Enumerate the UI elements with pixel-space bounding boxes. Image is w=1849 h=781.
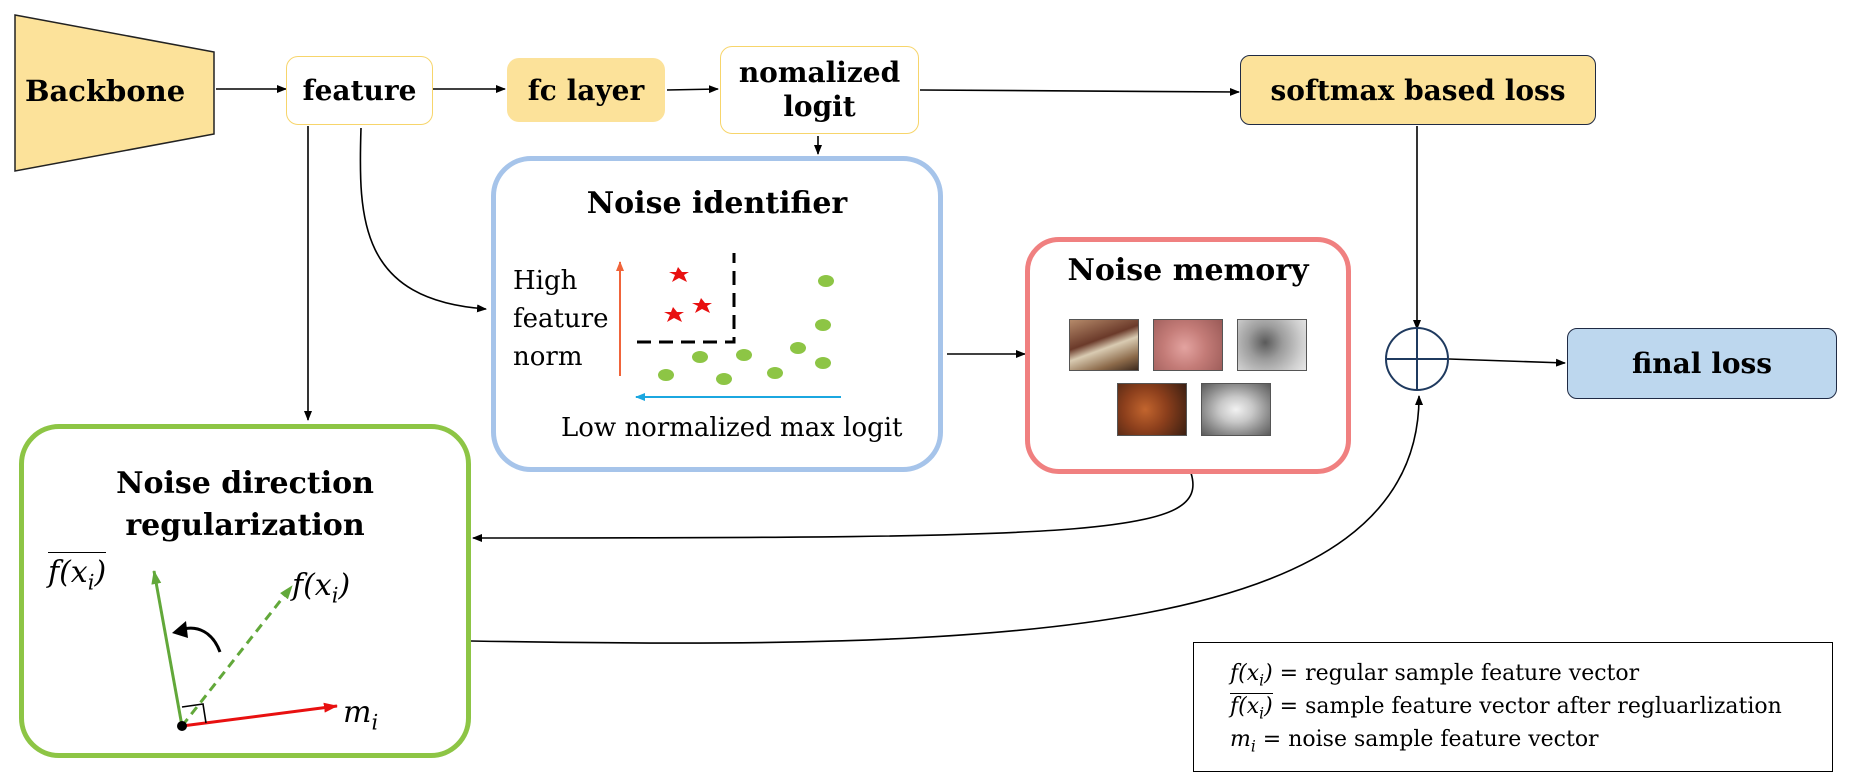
normalized-logit-line2: logit (783, 90, 856, 123)
legend-text-2: = sample feature vector after regluarliz… (1272, 694, 1782, 719)
legend-row-3: mi = noise sample feature vector (1230, 727, 1599, 756)
noise-memory-panel (1025, 237, 1351, 474)
noise-points (664, 267, 712, 322)
feature-node: feature (286, 56, 433, 125)
arrow-memory-regularization (472, 472, 1194, 542)
final-loss-label: final loss (1631, 347, 1773, 380)
noise-identifier-panel (491, 156, 943, 472)
arrow-logit-softmax (919, 87, 1240, 96)
normalized-logit-node: nomalized logit (720, 46, 919, 134)
regularization-title-line1: Noise direction (116, 466, 374, 501)
direction-vectors (151, 570, 338, 731)
backbone-shape (14, 14, 215, 172)
regularization-title-line2: regularization (125, 508, 365, 543)
noise-sample-image (1069, 319, 1139, 371)
final-loss-node: final loss (1567, 328, 1837, 399)
y-label-line3: norm (513, 342, 583, 372)
legend-text-1: = regular sample feature vector (1272, 661, 1640, 686)
noise-sample-image (1201, 383, 1271, 436)
arrow-fc-logit (666, 85, 719, 94)
clean-points (658, 275, 834, 385)
legend-text-3: = noise sample feature vector (1255, 727, 1599, 752)
label-f-tilde: f(xi) (48, 552, 107, 594)
feature-label: feature (302, 74, 417, 107)
right-angle-mark (181, 703, 207, 724)
noise-identifier-title: Noise identifier (586, 186, 848, 221)
legend-row-1: f(xi) = regular sample feature vector (1230, 661, 1640, 690)
y-label-line2: feature (513, 304, 609, 334)
x-label: Low normalized max logit (561, 413, 903, 443)
noise-memory-title: Noise memory (1067, 253, 1309, 288)
origin-dot (177, 721, 187, 731)
legend-row-2: f(xi) = sample feature vector after regl… (1230, 693, 1782, 723)
fc-layer-label: fc layer (527, 73, 645, 107)
backbone-label: Backbone (25, 74, 186, 108)
arrow-feature-identifier (359, 127, 487, 313)
fc-layer-node: fc layer (507, 58, 665, 122)
label-m: mi (343, 695, 379, 735)
legend-symbol-f-tilde: f(x (1230, 694, 1260, 719)
arrow-sum-final (1448, 358, 1566, 367)
softmax-loss-label: softmax based loss (1270, 73, 1566, 107)
regularization-panel (19, 424, 471, 758)
normalized-logit-line1: nomalized (738, 56, 901, 90)
arrow-regularization-sum (470, 395, 1424, 644)
legend-symbol-m: m (1230, 727, 1251, 752)
identifier-plot (616, 253, 841, 401)
noise-sample-image (1153, 319, 1223, 371)
noise-sample-image (1117, 383, 1187, 436)
threshold-line (637, 253, 736, 344)
sum-node (1385, 327, 1449, 391)
label-f: f(xi) (292, 568, 351, 608)
legend-box (1193, 642, 1833, 772)
vector-f-tilde (151, 570, 184, 727)
vector-m (181, 702, 338, 728)
noise-sample-image (1237, 319, 1307, 371)
legend-symbol-f: f(x (1230, 661, 1260, 686)
y-label-line1: High (513, 266, 578, 296)
softmax-loss-node: softmax based loss (1240, 55, 1596, 125)
rotation-arrow-head (172, 621, 188, 638)
